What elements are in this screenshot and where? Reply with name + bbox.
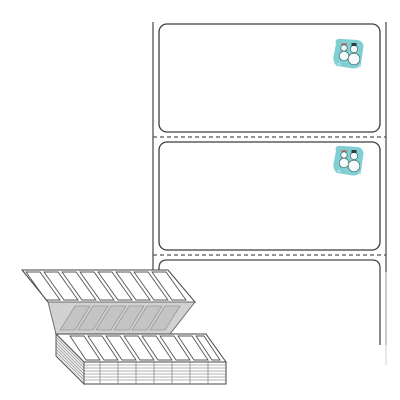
fanfold-stack-illustration bbox=[20, 269, 227, 386]
stack-bottom-fold bbox=[54, 333, 227, 363]
label-1 bbox=[158, 23, 381, 133]
stack-middle-fold bbox=[47, 301, 196, 335]
snowman-icon bbox=[333, 38, 364, 69]
label-2 bbox=[158, 141, 381, 251]
stack-top-fold bbox=[20, 269, 197, 303]
stack-layers bbox=[55, 332, 227, 386]
snowman-icon bbox=[333, 145, 364, 176]
label-3 bbox=[158, 259, 381, 345]
